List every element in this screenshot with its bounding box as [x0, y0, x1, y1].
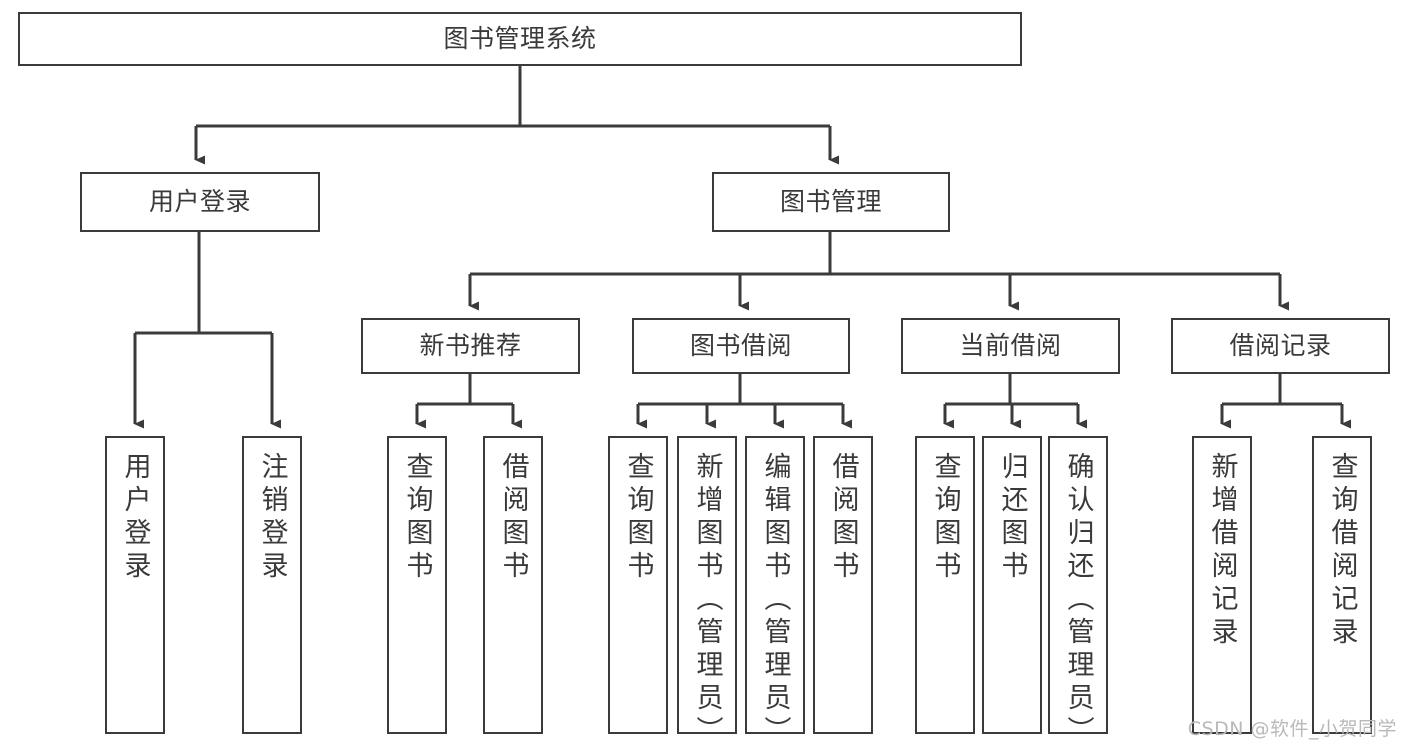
node-book-management[interactable]: 图书管理 — [712, 172, 950, 232]
leaf-book-borrow-borrow[interactable]: 借阅图书 — [813, 436, 873, 734]
node-label: 查询借阅记录 — [1326, 452, 1358, 650]
leaf-current-borrow-query[interactable]: 查询图书 — [915, 436, 975, 734]
node-current-borrow[interactable]: 当前借阅 — [901, 318, 1120, 374]
node-label: 用户登录 — [119, 452, 151, 584]
node-label: 注销登录 — [256, 452, 288, 584]
node-label: 归还图书 — [996, 452, 1028, 584]
node-label: 查询图书 — [401, 452, 433, 584]
leaf-new-book-query[interactable]: 查询图书 — [387, 436, 447, 734]
node-label: 新增图书（管理员） — [691, 452, 723, 747]
node-label: 图书借阅 — [689, 330, 792, 360]
leaf-borrow-record-add[interactable]: 新增借阅记录 — [1192, 436, 1252, 734]
leaf-user-login-logout[interactable]: 注销登录 — [242, 436, 302, 734]
leaf-user-login-login[interactable]: 用户登录 — [105, 436, 165, 734]
node-label: 图书管理系统 — [443, 23, 597, 53]
node-label: 借阅图书 — [827, 452, 859, 584]
node-borrow-record[interactable]: 借阅记录 — [1171, 318, 1390, 374]
node-label: 借阅记录 — [1229, 330, 1332, 360]
node-label: 查询图书 — [622, 452, 654, 584]
leaf-current-borrow-return[interactable]: 归还图书 — [982, 436, 1042, 734]
node-label: 查询图书 — [929, 452, 961, 584]
leaf-book-borrow-edit-admin[interactable]: 编辑图书（管理员） — [745, 436, 805, 747]
node-label: 用户登录 — [148, 186, 251, 216]
node-book-borrow[interactable]: 图书借阅 — [632, 318, 850, 374]
watermark-text: CSDN @软件_小贺同学 — [1187, 718, 1397, 740]
node-label: 编辑图书（管理员） — [759, 452, 791, 747]
leaf-book-borrow-query[interactable]: 查询图书 — [608, 436, 668, 734]
node-new-book-recommend[interactable]: 新书推荐 — [361, 318, 580, 374]
node-label: 确认归还（管理员） — [1062, 452, 1094, 747]
node-label: 借阅图书 — [497, 452, 529, 584]
leaf-book-borrow-add-admin[interactable]: 新增图书（管理员） — [677, 436, 737, 747]
node-label: 新增借阅记录 — [1206, 452, 1238, 650]
leaf-borrow-record-query[interactable]: 查询借阅记录 — [1312, 436, 1372, 734]
leaf-new-book-borrow[interactable]: 借阅图书 — [483, 436, 543, 734]
node-label: 图书管理 — [779, 186, 882, 216]
node-root-library-system[interactable]: 图书管理系统 — [18, 12, 1022, 66]
leaf-current-borrow-confirm-admin[interactable]: 确认归还（管理员） — [1048, 436, 1108, 747]
node-label: 新书推荐 — [419, 330, 522, 360]
node-user-login[interactable]: 用户登录 — [80, 172, 320, 232]
node-label: 当前借阅 — [959, 330, 1062, 360]
